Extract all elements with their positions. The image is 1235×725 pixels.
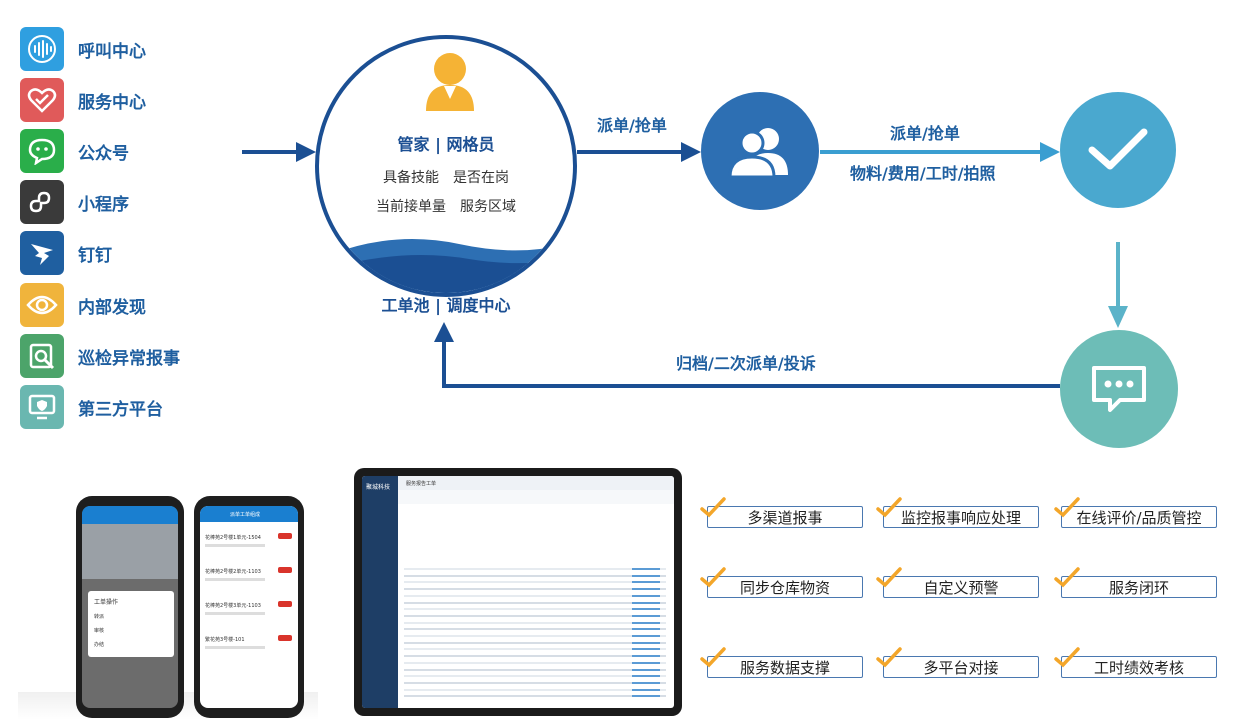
work-order-item: 花棒苑2号楼3单元-1103 [205,603,261,609]
arrow-channels-to-hub [242,142,316,162]
dingtalk-icon [20,231,64,275]
arrow-team-to-complete [820,142,1060,162]
team-node [701,92,819,210]
channel-item: 呼叫中心 [20,27,146,71]
tablet-mockup: 聚城科技 服务报告工单 [354,468,682,716]
feature-label: 监控报事响应处理 [900,508,1021,527]
checkmark-icon [1054,647,1080,668]
phone-mockup-1: 工单操作 转派 审核 办结 [76,496,184,718]
channel-item: 钉钉 [20,231,112,275]
hub-attributes-1: 具备技能 是否在岗 [383,170,509,186]
feature-label: 服务数据支撑 [739,658,830,677]
phone-mockup-2: 派单工单组成 花棒苑2号楼1单元-1504 花棒苑2号楼2单元-1103 花棒苑2号… [194,496,304,718]
arrow-return-to-hub [434,322,1060,388]
checkmark-icon [700,647,726,668]
menu-item: 转派 [94,614,105,620]
channel-item: 服务中心 [20,78,146,122]
feature-label: 工时绩效考核 [1093,658,1184,677]
feature-box: 同步仓库物资 [700,567,863,598]
menu-item: 办结 [94,642,105,648]
feature-label: 多平台对接 [923,658,999,677]
arrow-complete-to-feedback [1108,242,1128,328]
feature-label: 同步仓库物资 [739,578,830,597]
hub-caption: 工单池 | 调度中心 [381,296,511,315]
channel-item: 内部发现 [20,283,146,327]
checkmark-icon [876,497,902,518]
channel-item: 巡检异常报事 [20,334,180,378]
feature-box: 多平台对接 [876,647,1039,678]
channel-label: 呼叫中心 [78,41,146,62]
return-label: 归档/二次派单/投诉 [676,354,816,373]
phone-screen-title: 派单工单组成 [230,512,261,518]
checkmark-icon [876,647,902,668]
hub-title: 管家 | 网格员 [397,135,495,154]
inspect-icon [20,334,64,378]
channel-label: 巡检异常报事 [78,348,180,369]
checkmark-icon [1088,128,1148,170]
checkmark-icon [700,567,726,588]
dispatch-hub-circle: 管家 | 网格员 具备技能 是否在岗 当前接单量 服务区域 [315,35,577,297]
feature-box: 多渠道报事 [700,497,863,528]
checkmark-icon [876,567,902,588]
monitor-shield-icon [20,385,64,429]
channel-label: 内部发现 [78,297,146,318]
feedback-node [1060,330,1178,448]
feature-box: 监控报事响应处理 [876,497,1039,528]
work-order-item: 繁花苑3号楼-101 [205,637,245,643]
mini-program-icon [20,180,64,224]
channel-item: 公众号 [20,129,129,173]
voice-wave-icon [20,27,64,71]
heart-icon [20,78,64,122]
channel-label: 公众号 [78,143,129,164]
hub-wave [319,239,573,293]
feature-label: 服务闭环 [1108,578,1169,597]
team-icon [728,128,788,177]
work-order-item: 花棒苑2号楼1单元-1504 [205,535,261,541]
feature-box: 自定义预警 [876,567,1039,598]
menu-item: 审核 [94,628,105,634]
dispatch-label-2: 派单/抢单 [890,124,960,143]
checkmark-icon [1054,567,1080,588]
feature-label: 多渠道报事 [747,508,823,527]
channel-label: 小程序 [78,194,129,215]
tablet-brand: 聚城科技 [366,484,391,491]
channel-item: 第三方平台 [20,385,163,429]
feature-box: 工时绩效考核 [1054,647,1217,678]
feature-box: 在线评价/品质管控 [1054,497,1217,528]
feature-box: 服务数据支撑 [700,647,863,678]
work-order-action-menu: 工单操作 转派 审核 办结 [88,591,174,657]
eye-icon [20,283,64,327]
work-order-item: 花棒苑2号楼2单元-1103 [205,569,261,575]
feature-label: 自定义预警 [923,578,999,597]
hub-attributes-2: 当前接单量 服务区域 [376,199,516,215]
channel-label: 服务中心 [78,92,146,113]
feature-label: 在线评价/品质管控 [1076,508,1202,527]
menu-title: 工单操作 [94,599,119,606]
checkmark-icon [1054,497,1080,518]
dispatch-details-label: 物料/费用/工时/拍照 [850,164,996,183]
chat-bubble-icon [1092,366,1146,412]
tablet-title: 服务报告工单 [406,481,437,487]
arrow-hub-to-team [577,142,701,162]
manager-avatar-icon [426,53,474,111]
feature-box: 服务闭环 [1054,567,1217,598]
channel-label: 钉钉 [78,245,112,266]
checkmark-icon [700,497,726,518]
complete-node [1060,92,1176,208]
devices-image: 工单操作 转派 审核 办结 派单工单组成 花棒苑2号楼1单元-1504 花棒苑2号… [18,460,683,722]
wechat-icon [20,129,64,173]
channel-label: 第三方平台 [78,399,163,420]
channel-item: 小程序 [20,180,129,224]
dispatch-label-1: 派单/抢单 [597,116,667,135]
